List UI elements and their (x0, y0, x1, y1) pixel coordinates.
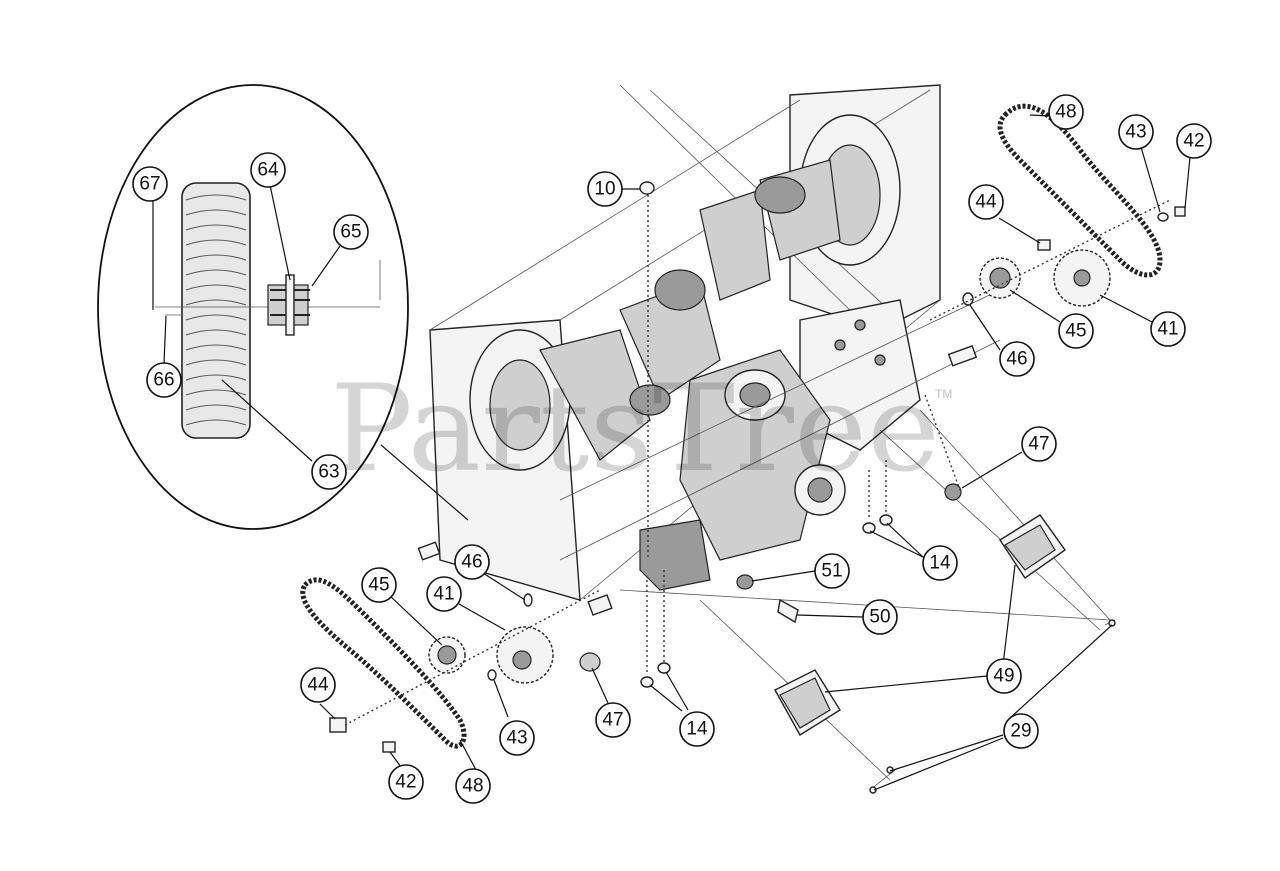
wheel-detail-inset (97, 84, 469, 530)
callout-64: 64 (250, 152, 286, 188)
callout-14-right: 14 (922, 545, 958, 581)
svg-text:48: 48 (462, 776, 483, 797)
left-drive-assembly (300, 181, 1116, 794)
svg-text:14: 14 (929, 553, 951, 574)
svg-text:42: 42 (395, 772, 416, 793)
svg-text:41: 41 (1157, 319, 1178, 340)
callout-29: 29 (1003, 713, 1039, 749)
callout-47-left: 47 (595, 702, 631, 738)
callout-42-top: 42 (1176, 123, 1212, 159)
callout-46-left: 46 (454, 544, 490, 580)
right-drive-assembly (862, 103, 1186, 579)
svg-text:42: 42 (1183, 131, 1204, 152)
svg-text:41: 41 (433, 584, 454, 605)
callout-47-top: 47 (1021, 426, 1057, 462)
svg-text:49: 49 (993, 666, 1014, 687)
svg-text:29: 29 (1010, 721, 1031, 742)
chassis-frame (417, 84, 1111, 781)
callout-46-top: 46 (999, 341, 1035, 377)
svg-text:43: 43 (506, 728, 527, 749)
callout-49: 49 (986, 658, 1022, 694)
svg-text:50: 50 (869, 607, 890, 628)
svg-text:44: 44 (307, 675, 329, 696)
callout-41-left: 41 (426, 576, 462, 612)
watermark-text: PartsTree (330, 360, 940, 499)
svg-text:66: 66 (153, 370, 174, 391)
callout-41-top: 41 (1150, 311, 1186, 347)
watermark-trademark: TM (935, 387, 952, 401)
callout-50: 50 (862, 599, 898, 635)
callout-44-top: 44 (968, 184, 1004, 220)
callout-10: 10 (587, 171, 623, 207)
svg-text:43: 43 (1125, 122, 1146, 143)
callout-14-left: 14 (679, 711, 715, 747)
callout-42-left: 42 (388, 764, 424, 800)
callout-45-top: 45 (1058, 313, 1094, 349)
callout-66: 66 (146, 362, 182, 398)
svg-text:45: 45 (368, 575, 389, 596)
callout-43-left: 43 (499, 720, 535, 756)
callout-65: 65 (333, 214, 369, 250)
svg-text:14: 14 (686, 719, 708, 740)
callout-48-left: 48 (455, 768, 491, 804)
svg-text:44: 44 (975, 192, 997, 213)
svg-text:67: 67 (139, 174, 160, 195)
callout-48-top: 48 (1048, 94, 1084, 130)
callout-67: 67 (132, 166, 168, 202)
callout-45-left: 45 (361, 567, 397, 603)
svg-text:45: 45 (1065, 321, 1086, 342)
svg-text:64: 64 (257, 160, 279, 181)
callout-51: 51 (814, 553, 850, 589)
svg-text:46: 46 (1006, 349, 1027, 370)
callout-43-top: 43 (1118, 114, 1154, 150)
svg-text:47: 47 (602, 710, 623, 731)
callout-44-left: 44 (300, 667, 336, 703)
svg-text:65: 65 (340, 222, 361, 243)
leader-lines (152, 114, 1191, 791)
svg-text:10: 10 (594, 179, 615, 200)
svg-text:51: 51 (821, 561, 842, 582)
svg-text:63: 63 (318, 462, 339, 483)
svg-text:48: 48 (1055, 102, 1076, 123)
svg-text:47: 47 (1028, 434, 1049, 455)
svg-text:46: 46 (461, 552, 482, 573)
callout-63: 63 (311, 454, 347, 490)
tire (181, 182, 251, 439)
